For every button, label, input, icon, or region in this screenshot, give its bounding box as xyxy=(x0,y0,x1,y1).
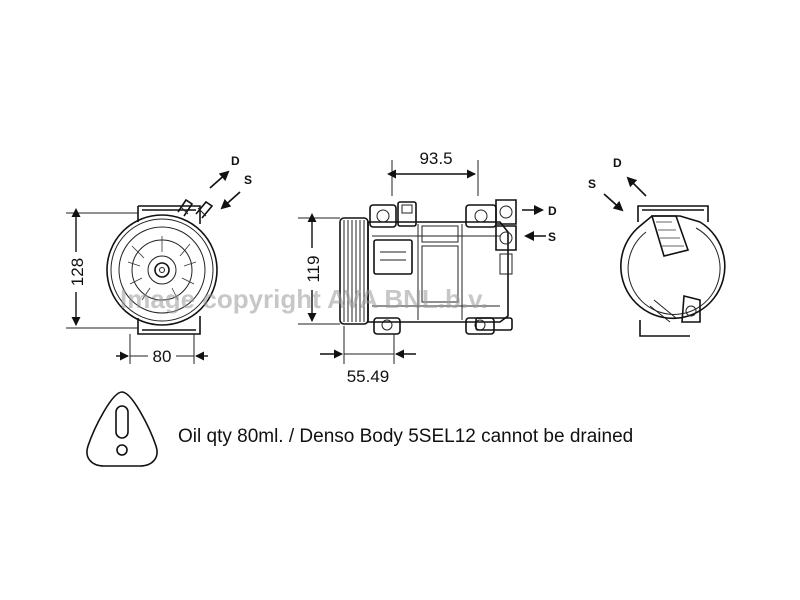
front-height-dimension: 128 xyxy=(68,258,87,286)
watermark-text: Image copyright AVA BNL.b.v. xyxy=(120,284,488,314)
side-offset-dimension: 55.49 xyxy=(347,367,390,386)
front-port-d-label: D xyxy=(231,154,240,168)
side-view: 93.5 xyxy=(298,147,557,386)
front-port-s-label: S xyxy=(244,173,252,187)
front-width-dimension: 80 xyxy=(153,347,172,366)
side-port-d-label: D xyxy=(548,204,557,218)
side-height-dimension: 119 xyxy=(304,255,323,282)
rear-port-d-label: D xyxy=(613,156,622,170)
rear-view: D S xyxy=(588,156,726,337)
side-port-s-label: S xyxy=(548,230,556,244)
rear-port-s-label: S xyxy=(588,177,596,191)
front-view: D S 128 80 xyxy=(66,154,252,366)
oil-quantity-note: Oil qty 80ml. / Denso Body 5SEL12 cannot… xyxy=(178,426,633,447)
side-width-dimension: 93.5 xyxy=(419,149,452,168)
oil-drain-plug-icon xyxy=(86,391,158,467)
